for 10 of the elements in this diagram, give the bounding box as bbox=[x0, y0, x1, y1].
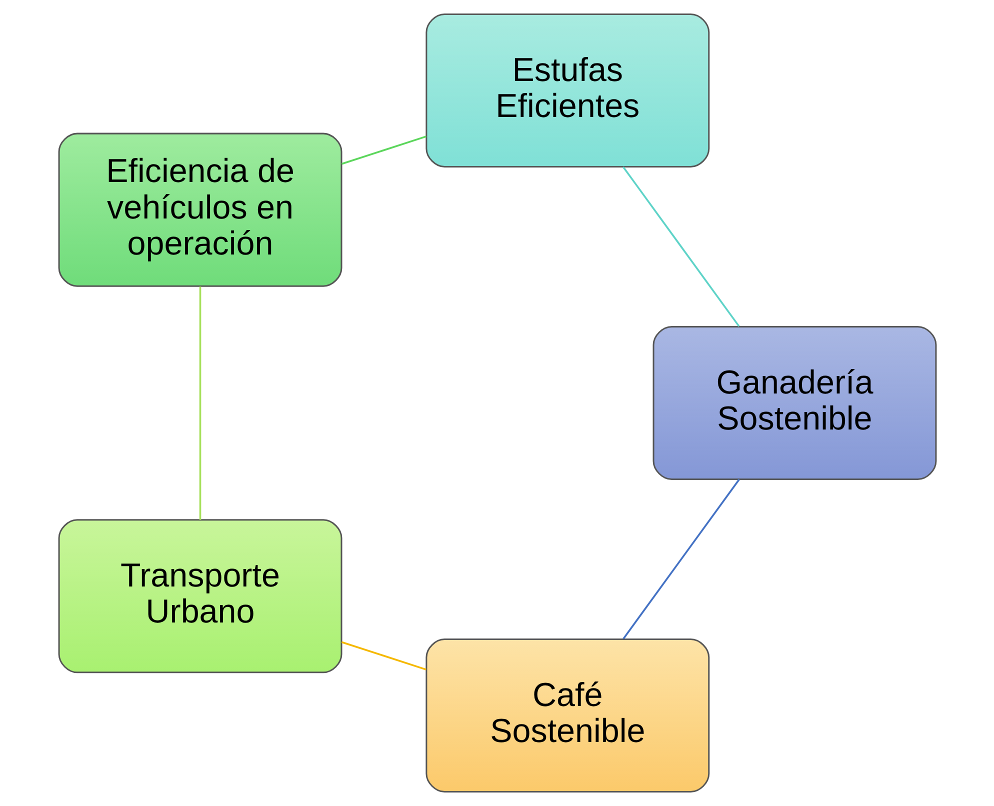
node-box: Eficiencia de vehículos en operación bbox=[58, 132, 342, 287]
connector bbox=[341, 136, 426, 165]
connector bbox=[198, 286, 201, 520]
node-box: Estufas Eficientes bbox=[425, 13, 710, 168]
connector bbox=[622, 478, 740, 640]
node-box: Café Sostenible bbox=[425, 638, 710, 793]
connector bbox=[340, 641, 426, 670]
node-box: Ganadería Sostenible bbox=[652, 326, 936, 480]
node-box: Transporte Urbano bbox=[58, 519, 342, 674]
connector bbox=[622, 166, 740, 327]
